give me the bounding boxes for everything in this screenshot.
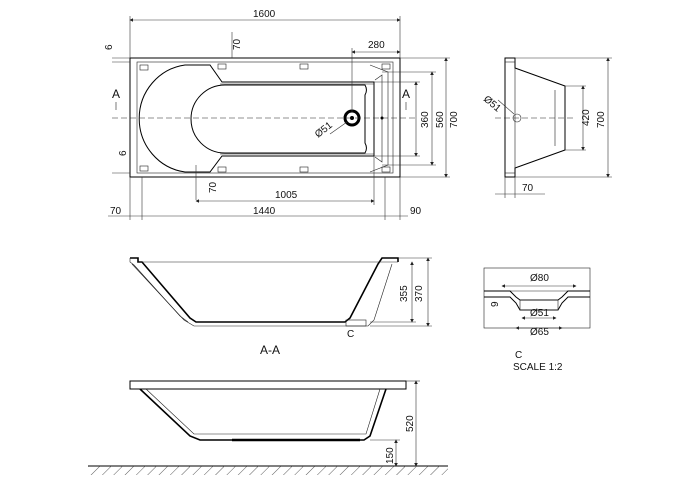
section-outer-profile [130, 257, 399, 323]
dim-rim-top: 70 [232, 38, 243, 50]
section-view: 355 370 C A-A [129, 257, 432, 357]
side-profile [139, 388, 387, 441]
end-dim-bottom-70: 70 [522, 183, 534, 194]
section-label: A-A [260, 343, 280, 357]
section-detail-callout: C [347, 329, 354, 340]
side-dim-520: 520 [405, 415, 416, 432]
detail-caption: C [515, 350, 522, 361]
dim-inner-rim-bottom: 70 [208, 181, 219, 193]
detail-dim-51: Ø51 [530, 308, 549, 319]
section-dim-370: 370 [414, 285, 425, 302]
tub-outline [129, 57, 401, 178]
dim-waste-offset: 280 [368, 40, 385, 51]
side-view: 520 150 [88, 380, 448, 475]
end-view: Ø51 420 700 70 [481, 57, 612, 198]
dim-rim-side-bottom: 6 [118, 150, 129, 156]
tub-inner-rim [136, 61, 394, 174]
dim-inner-width: 1005 [275, 190, 298, 201]
basin-outline [138, 64, 375, 173]
side-dim-150: 150 [385, 447, 396, 464]
end-view-outline [504, 57, 566, 178]
dim-height-700: 700 [449, 111, 460, 128]
top-view: A A 1600 6 70 280 360 560 700 [104, 9, 460, 220]
end-dim-waste-dia: Ø51 [481, 94, 503, 115]
end-dim-height-700: 700 [596, 111, 607, 128]
dim-right-rim: 90 [410, 206, 422, 217]
dim-left-rim: 70 [110, 206, 122, 217]
detail-scale: SCALE 1:2 [513, 362, 563, 373]
dim-height-560: 560 [435, 111, 446, 128]
section-dim-355: 355 [399, 285, 410, 302]
dim-overall-length: 1600 [253, 9, 276, 20]
section-marker-right: A [402, 87, 410, 101]
side-rim [129, 380, 407, 390]
dim-inner-length: 1440 [253, 206, 276, 217]
detail-dim-80: Ø80 [530, 273, 549, 284]
detail-dim-9: 9 [490, 301, 501, 307]
dim-height-360: 360 [420, 111, 431, 128]
section-waste [345, 319, 367, 327]
detail-dim-65: Ø65 [530, 327, 549, 338]
dim-waste-dia: Ø51 [313, 120, 335, 141]
detail-c-view: Ø80 Ø51 Ø65 9 C SCALE 1:2 [483, 267, 591, 373]
dim-rim-side-top: 6 [104, 44, 115, 50]
section-marker-left: A [112, 87, 120, 101]
basin-floor [190, 84, 367, 154]
end-dim-height-420: 420 [581, 109, 592, 126]
